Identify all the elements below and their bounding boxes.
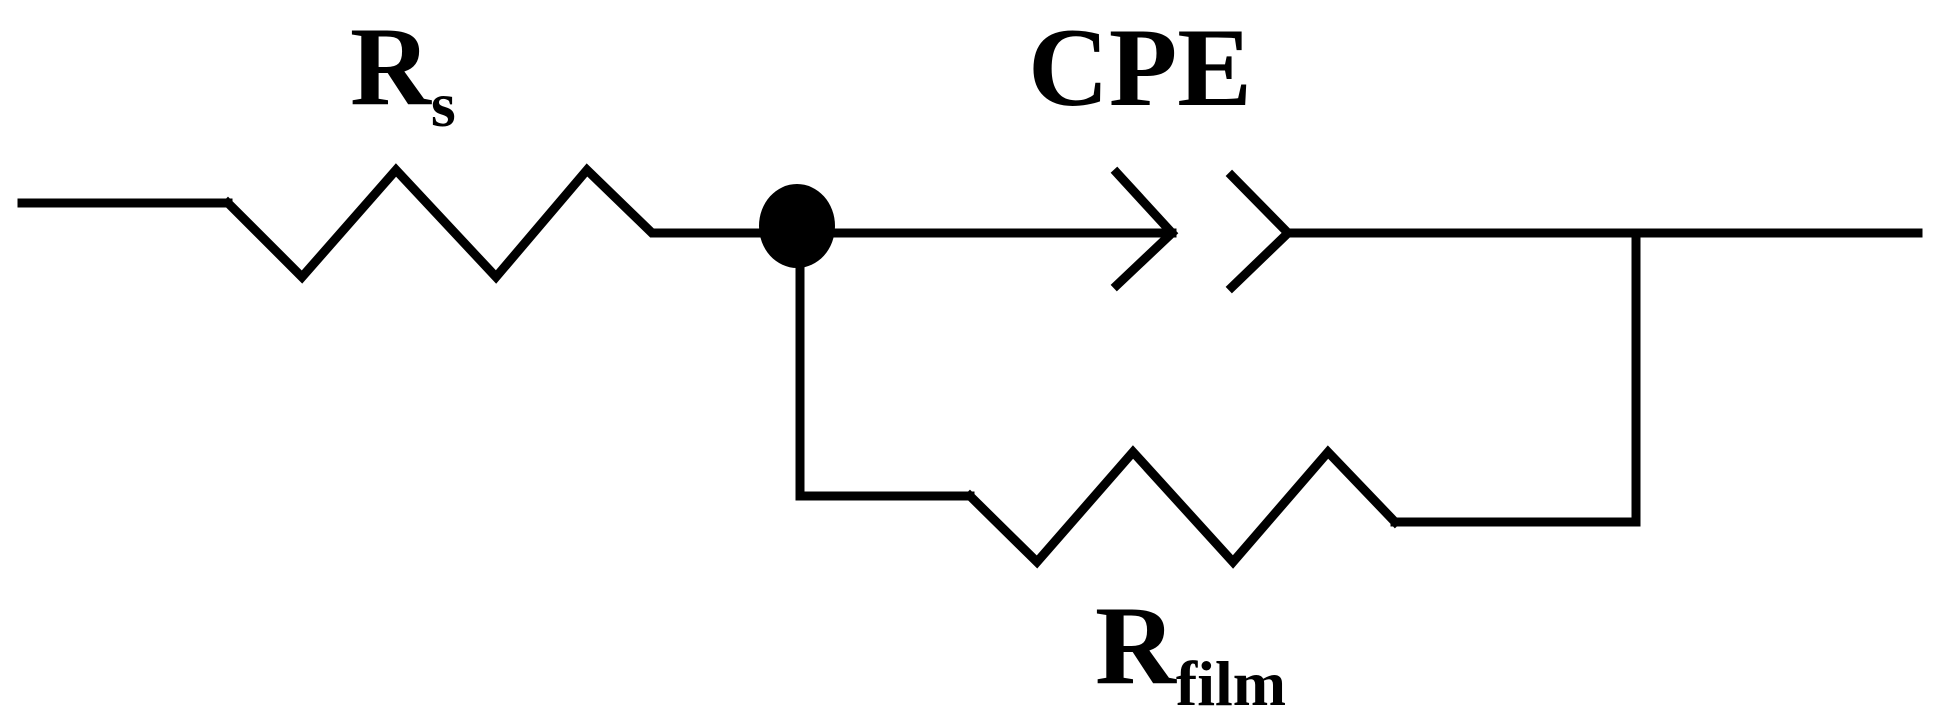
cpe-element-left-chevron — [1110, 166, 1179, 292]
rs-label-main: R — [350, 5, 432, 129]
rfilm-label-main: R — [1095, 584, 1177, 708]
rs-resistor — [221, 163, 767, 284]
right-return-wire — [1390, 228, 1641, 527]
rfilm-resistor — [963, 445, 1402, 569]
rfilm-label: Rfilm — [1095, 584, 1286, 719]
cpe-label: CPE — [1028, 6, 1252, 130]
junction-node — [759, 184, 835, 268]
rfilm-label-subscript: film — [1176, 648, 1286, 719]
rs-label: Rs — [350, 5, 456, 140]
cpe-element-right-chevron — [1225, 169, 1295, 294]
rfilm-branch-wire — [795, 245, 975, 501]
rs-label-subscript: s — [431, 69, 456, 140]
